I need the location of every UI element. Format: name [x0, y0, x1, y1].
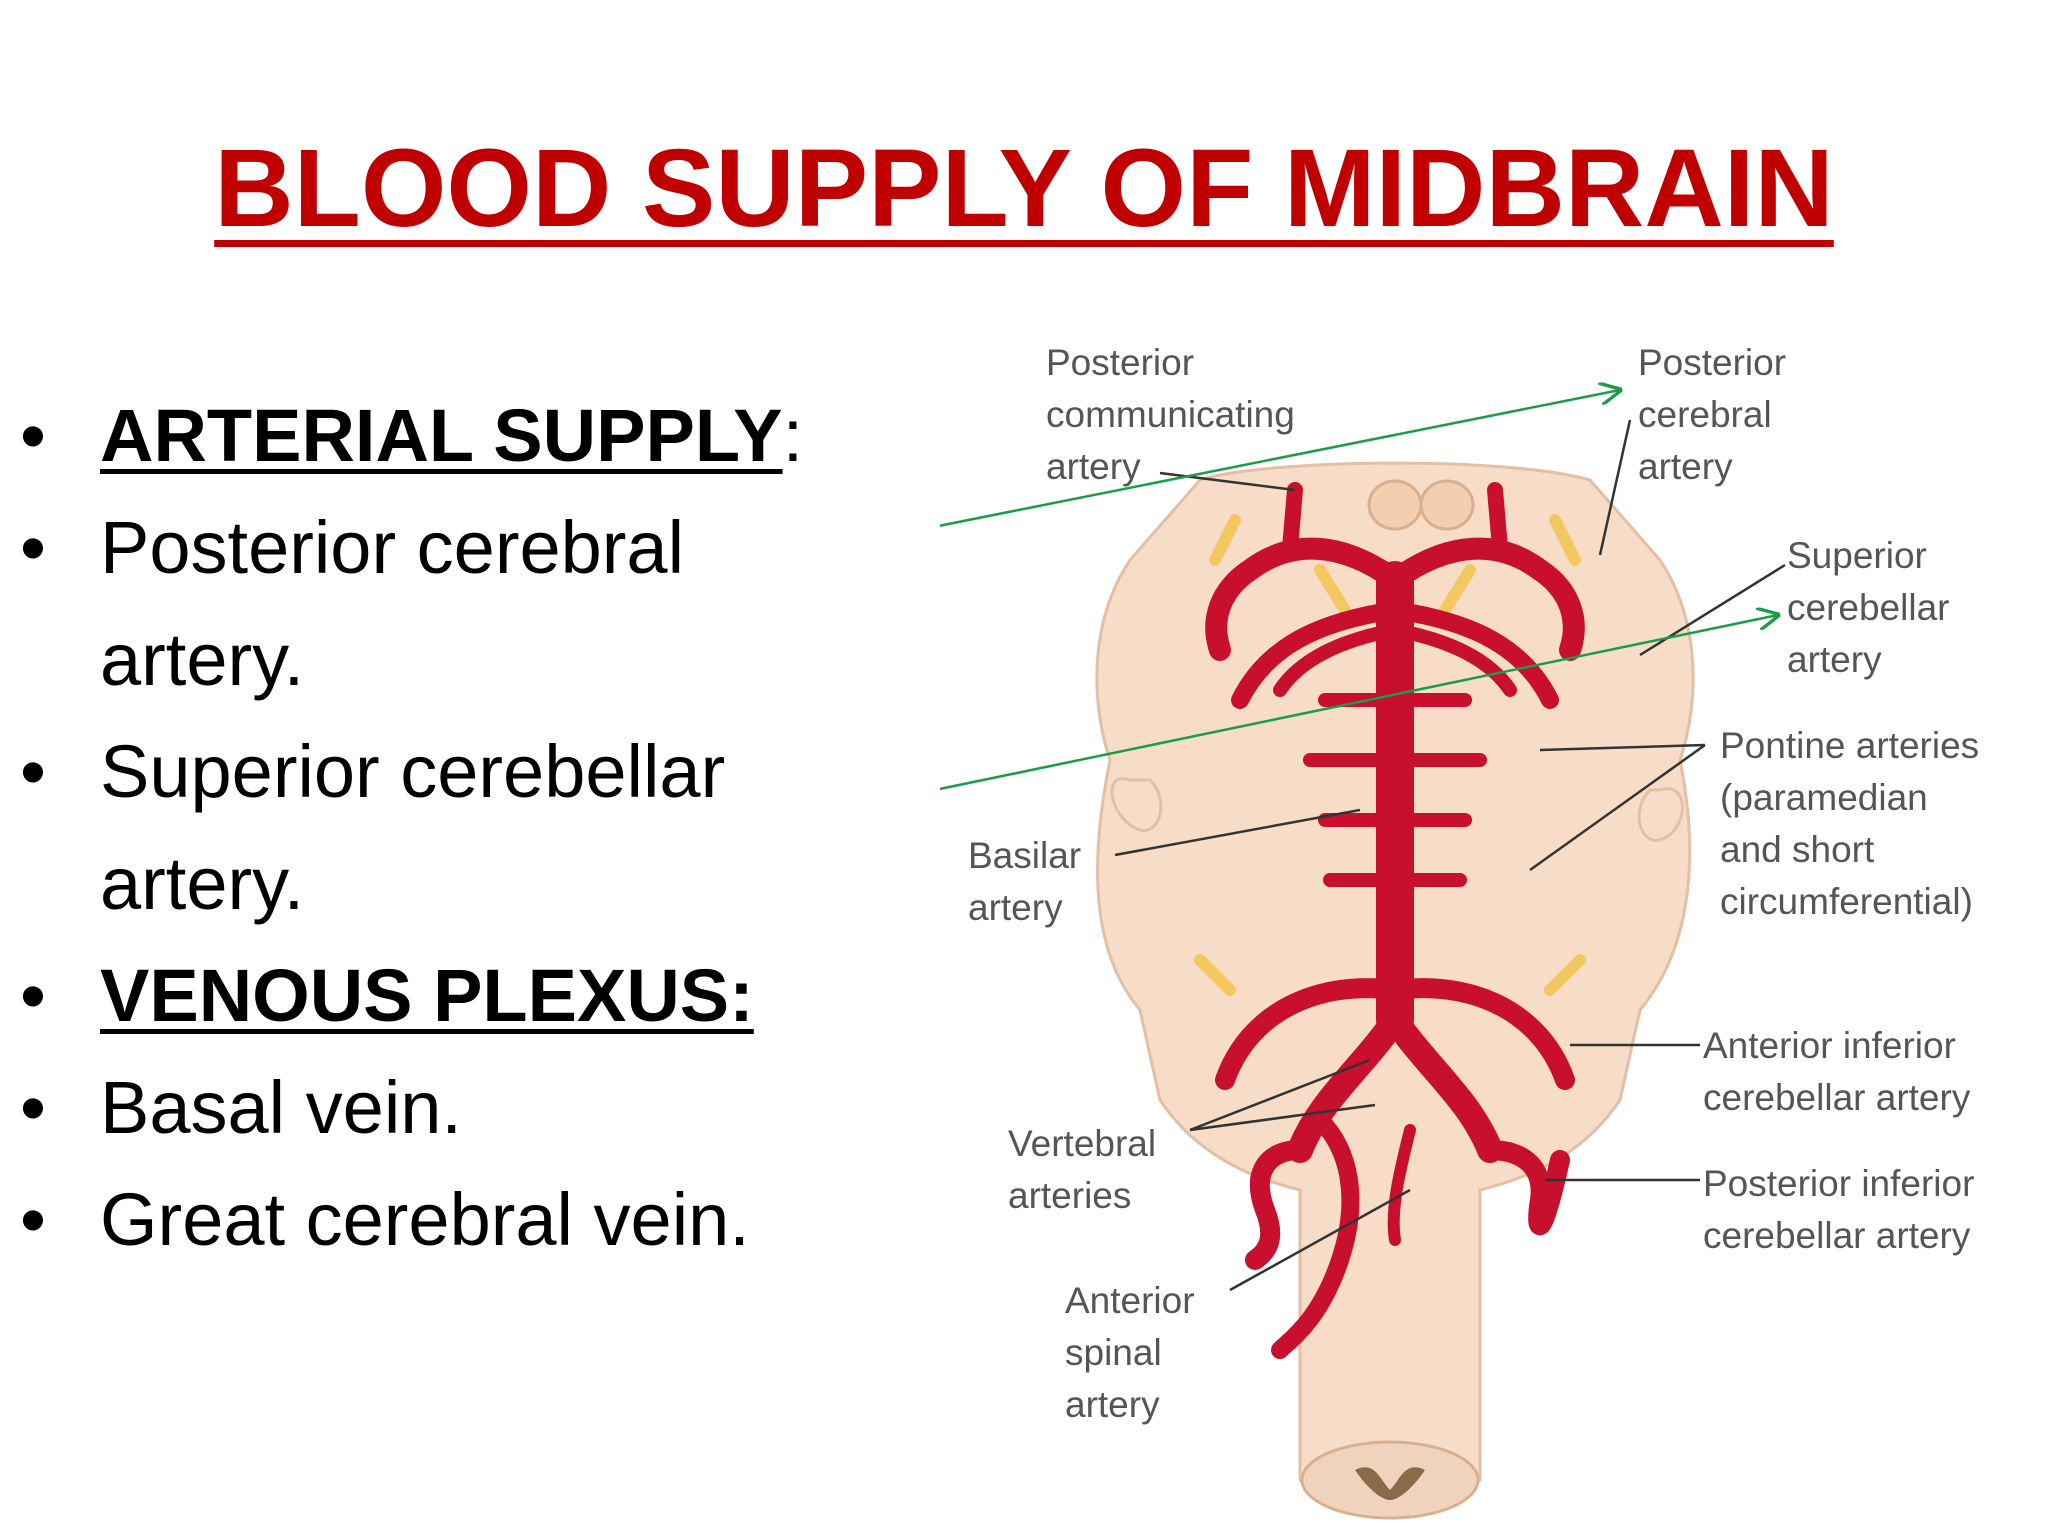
bullet-list: • ARTERIAL SUPPLY: • Posterior cerebral … — [20, 380, 840, 1276]
bullet-heading-arterial: ARTERIAL SUPPLY — [100, 394, 783, 477]
pointer-arrows — [940, 390, 1778, 791]
flocculus-right — [1637, 787, 1684, 842]
bullet-item: • Superior cerebellar artery. — [20, 716, 840, 940]
bullet-heading-colon: : — [782, 394, 804, 477]
bullet-basal-vein: Basal vein. — [100, 1066, 462, 1149]
label-vertebral-arteries: Vertebral arteries — [1008, 1123, 1157, 1216]
label-posterior-inferior-cerebellar-artery: Posterior inferior cerebellar artery — [1703, 1163, 1975, 1256]
bullet-heading-venous: VENOUS PLEXUS: — [100, 954, 754, 1037]
label-anterior-inferior-cerebellar-artery: Anterior inferior cerebellar artery — [1703, 1025, 1971, 1118]
slide-title: BLOOD SUPPLY OF MIDBRAIN — [214, 127, 1834, 250]
bullet-superior-cerebellar: Superior cerebellar artery. — [100, 730, 726, 925]
brainstem-arteries-diagram — [940, 330, 1786, 1520]
bullet-dot: • — [20, 506, 46, 589]
bullet-dot: • — [20, 954, 46, 1037]
bullet-item: • Basal vein. — [20, 1052, 840, 1164]
label-superior-cerebellar-artery: Superior cerebellar artery — [1787, 535, 1950, 680]
bullet-great-cerebral-vein: Great cerebral vein. — [100, 1178, 750, 1261]
arteries — [1205, 482, 1585, 1359]
flocculus-left — [1110, 777, 1163, 832]
bullet-item: • ARTERIAL SUPPLY: — [20, 380, 840, 492]
bullet-item: • Great cerebral vein. — [20, 1164, 840, 1276]
arrow-posterior-cerebral — [940, 390, 1620, 527]
label-anterior-spinal-artery: Anterior spinal artery — [1065, 1280, 1195, 1425]
leader-lines — [1114, 419, 1786, 1292]
cranial-nerves — [1194, 514, 1586, 996]
mammillary-bodies — [1367, 479, 1475, 531]
bullet-item: • Posterior cerebral artery. — [20, 492, 840, 716]
arrow-superior-cerebellar — [940, 615, 1778, 791]
label-basilar-artery: Basilar artery — [968, 835, 1082, 928]
bullet-dot: • — [20, 1178, 46, 1261]
bullet-item: • VENOUS PLEXUS: — [20, 940, 840, 1052]
bullet-dot: • — [20, 730, 46, 813]
bullet-dot: • — [20, 1066, 46, 1149]
label-posterior-communicating-artery: Posterior communicating artery — [1046, 342, 1295, 487]
spinal-cord-section — [1300, 1440, 1480, 1520]
label-pontine-arteries: Pontine arteries (paramedian and short c… — [1720, 725, 1980, 922]
bullet-dot: • — [20, 394, 46, 477]
label-posterior-cerebral-artery: Posterior cerebral artery — [1638, 342, 1787, 487]
bullet-posterior-cerebral: Posterior cerebral artery. — [100, 506, 685, 701]
